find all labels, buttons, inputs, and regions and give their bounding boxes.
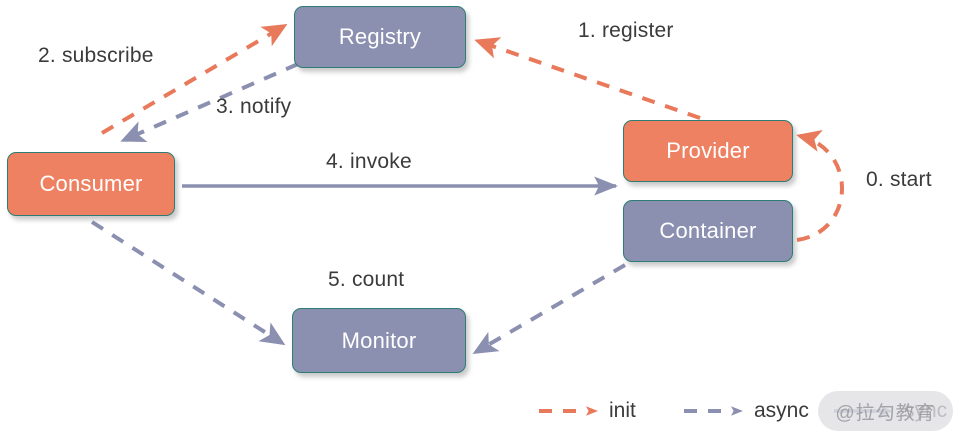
node-provider[interactable]: Provider — [623, 120, 793, 182]
legend-async-label: async — [754, 399, 809, 422]
legend-async-line-icon — [684, 406, 743, 416]
node-registry-label: Registry — [338, 24, 422, 49]
edge-register — [474, 37, 701, 120]
node-monitor-label: Monitor — [341, 327, 417, 353]
legend-item-async[interactable]: async — [683, 398, 809, 424]
node-consumer[interactable]: Consumer — [7, 152, 175, 216]
edge-label-register: 1. register — [578, 19, 674, 42]
legend-sync-line-icon — [834, 406, 893, 416]
edge-notify — [120, 62, 299, 142]
edge-subscribe — [100, 23, 288, 135]
edge-label-start: 0. start — [866, 168, 932, 191]
legend-item-sync[interactable]: sync — [833, 398, 947, 424]
legend-sync-label: sync — [904, 399, 948, 422]
edge-label-count: 5. count — [328, 268, 405, 291]
legend-item-init[interactable]: init — [538, 398, 636, 424]
edge-label-invoke: 4. invoke — [326, 150, 412, 173]
node-provider-label: Provider — [666, 138, 750, 163]
node-registry[interactable]: Registry — [294, 6, 466, 68]
node-monitor[interactable]: Monitor — [292, 308, 466, 373]
edge-label-subscribe: 2. subscribe — [38, 44, 154, 67]
node-container-label: Container — [659, 218, 757, 243]
legend-init-line-icon — [539, 406, 598, 416]
edge-start — [796, 130, 844, 242]
node-consumer-label: Consumer — [39, 171, 143, 196]
node-container[interactable]: Container — [623, 200, 793, 262]
legend-init-label: init — [609, 399, 636, 422]
edge-count — [90, 220, 286, 346]
edge-report — [472, 263, 627, 355]
edge-label-notify: 3. notify — [216, 95, 292, 118]
